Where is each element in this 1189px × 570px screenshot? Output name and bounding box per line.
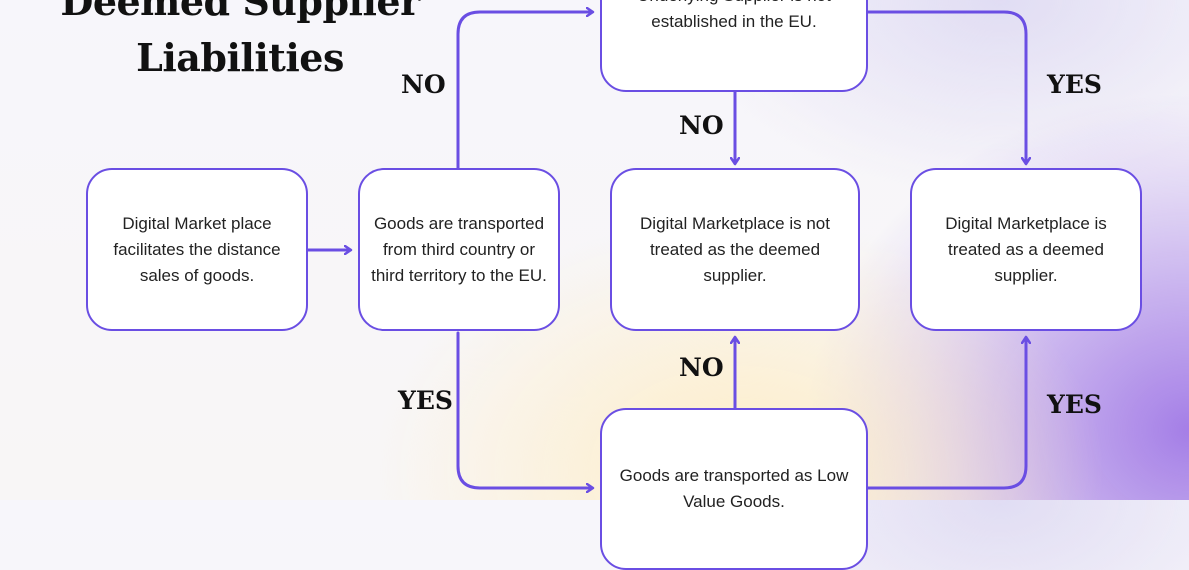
not-deemed-box: Digital Marketplace is not treated as th… bbox=[610, 168, 860, 331]
page-title: Deemed Supplier Liabilities bbox=[60, 0, 420, 86]
low-value-box: Goods are transported as Low Value Goods… bbox=[600, 408, 868, 570]
title-line-2: Liabilities bbox=[136, 35, 344, 80]
connector-low-value-to-deemed bbox=[866, 338, 1026, 490]
not-deemed-box-text: Digital Marketplace is not treated as th… bbox=[640, 213, 830, 285]
connector-transported-to-underlying bbox=[456, 12, 592, 170]
label-no-top-left: NO bbox=[401, 70, 446, 99]
transported-box: Goods are transported from third country… bbox=[358, 168, 560, 331]
label-no-bottom-middle: NO bbox=[679, 353, 724, 382]
label-no-middle: NO bbox=[679, 111, 724, 140]
label-yes-top-right: YES bbox=[1047, 70, 1102, 99]
flow-connectors bbox=[306, 0, 1189, 500]
title-line-1: Deemed Supplier bbox=[60, 0, 420, 24]
label-yes-bottom-right: YES bbox=[1047, 390, 1102, 419]
deemed-box-text: Digital Marketplace is treated as a deem… bbox=[945, 213, 1107, 285]
connector-transported-to-low-value bbox=[456, 331, 592, 488]
low-value-box-text: Goods are transported as Low Value Goods… bbox=[619, 466, 849, 511]
connector-underlying-to-deemed bbox=[866, 10, 1026, 163]
deemed-box: Digital Marketplace is treated as a deem… bbox=[910, 168, 1142, 331]
transported-box-text: Goods are transported from third country… bbox=[371, 213, 547, 285]
start-box: Digital Market place facilitates the dis… bbox=[86, 168, 308, 331]
underlying-supplier-box-text: Underlying Supplier is not established i… bbox=[637, 0, 831, 31]
start-box-text: Digital Market place facilitates the dis… bbox=[113, 213, 281, 285]
label-yes-bottom-left: YES bbox=[398, 386, 453, 415]
underlying-supplier-box: Underlying Supplier is not established i… bbox=[600, 0, 868, 92]
